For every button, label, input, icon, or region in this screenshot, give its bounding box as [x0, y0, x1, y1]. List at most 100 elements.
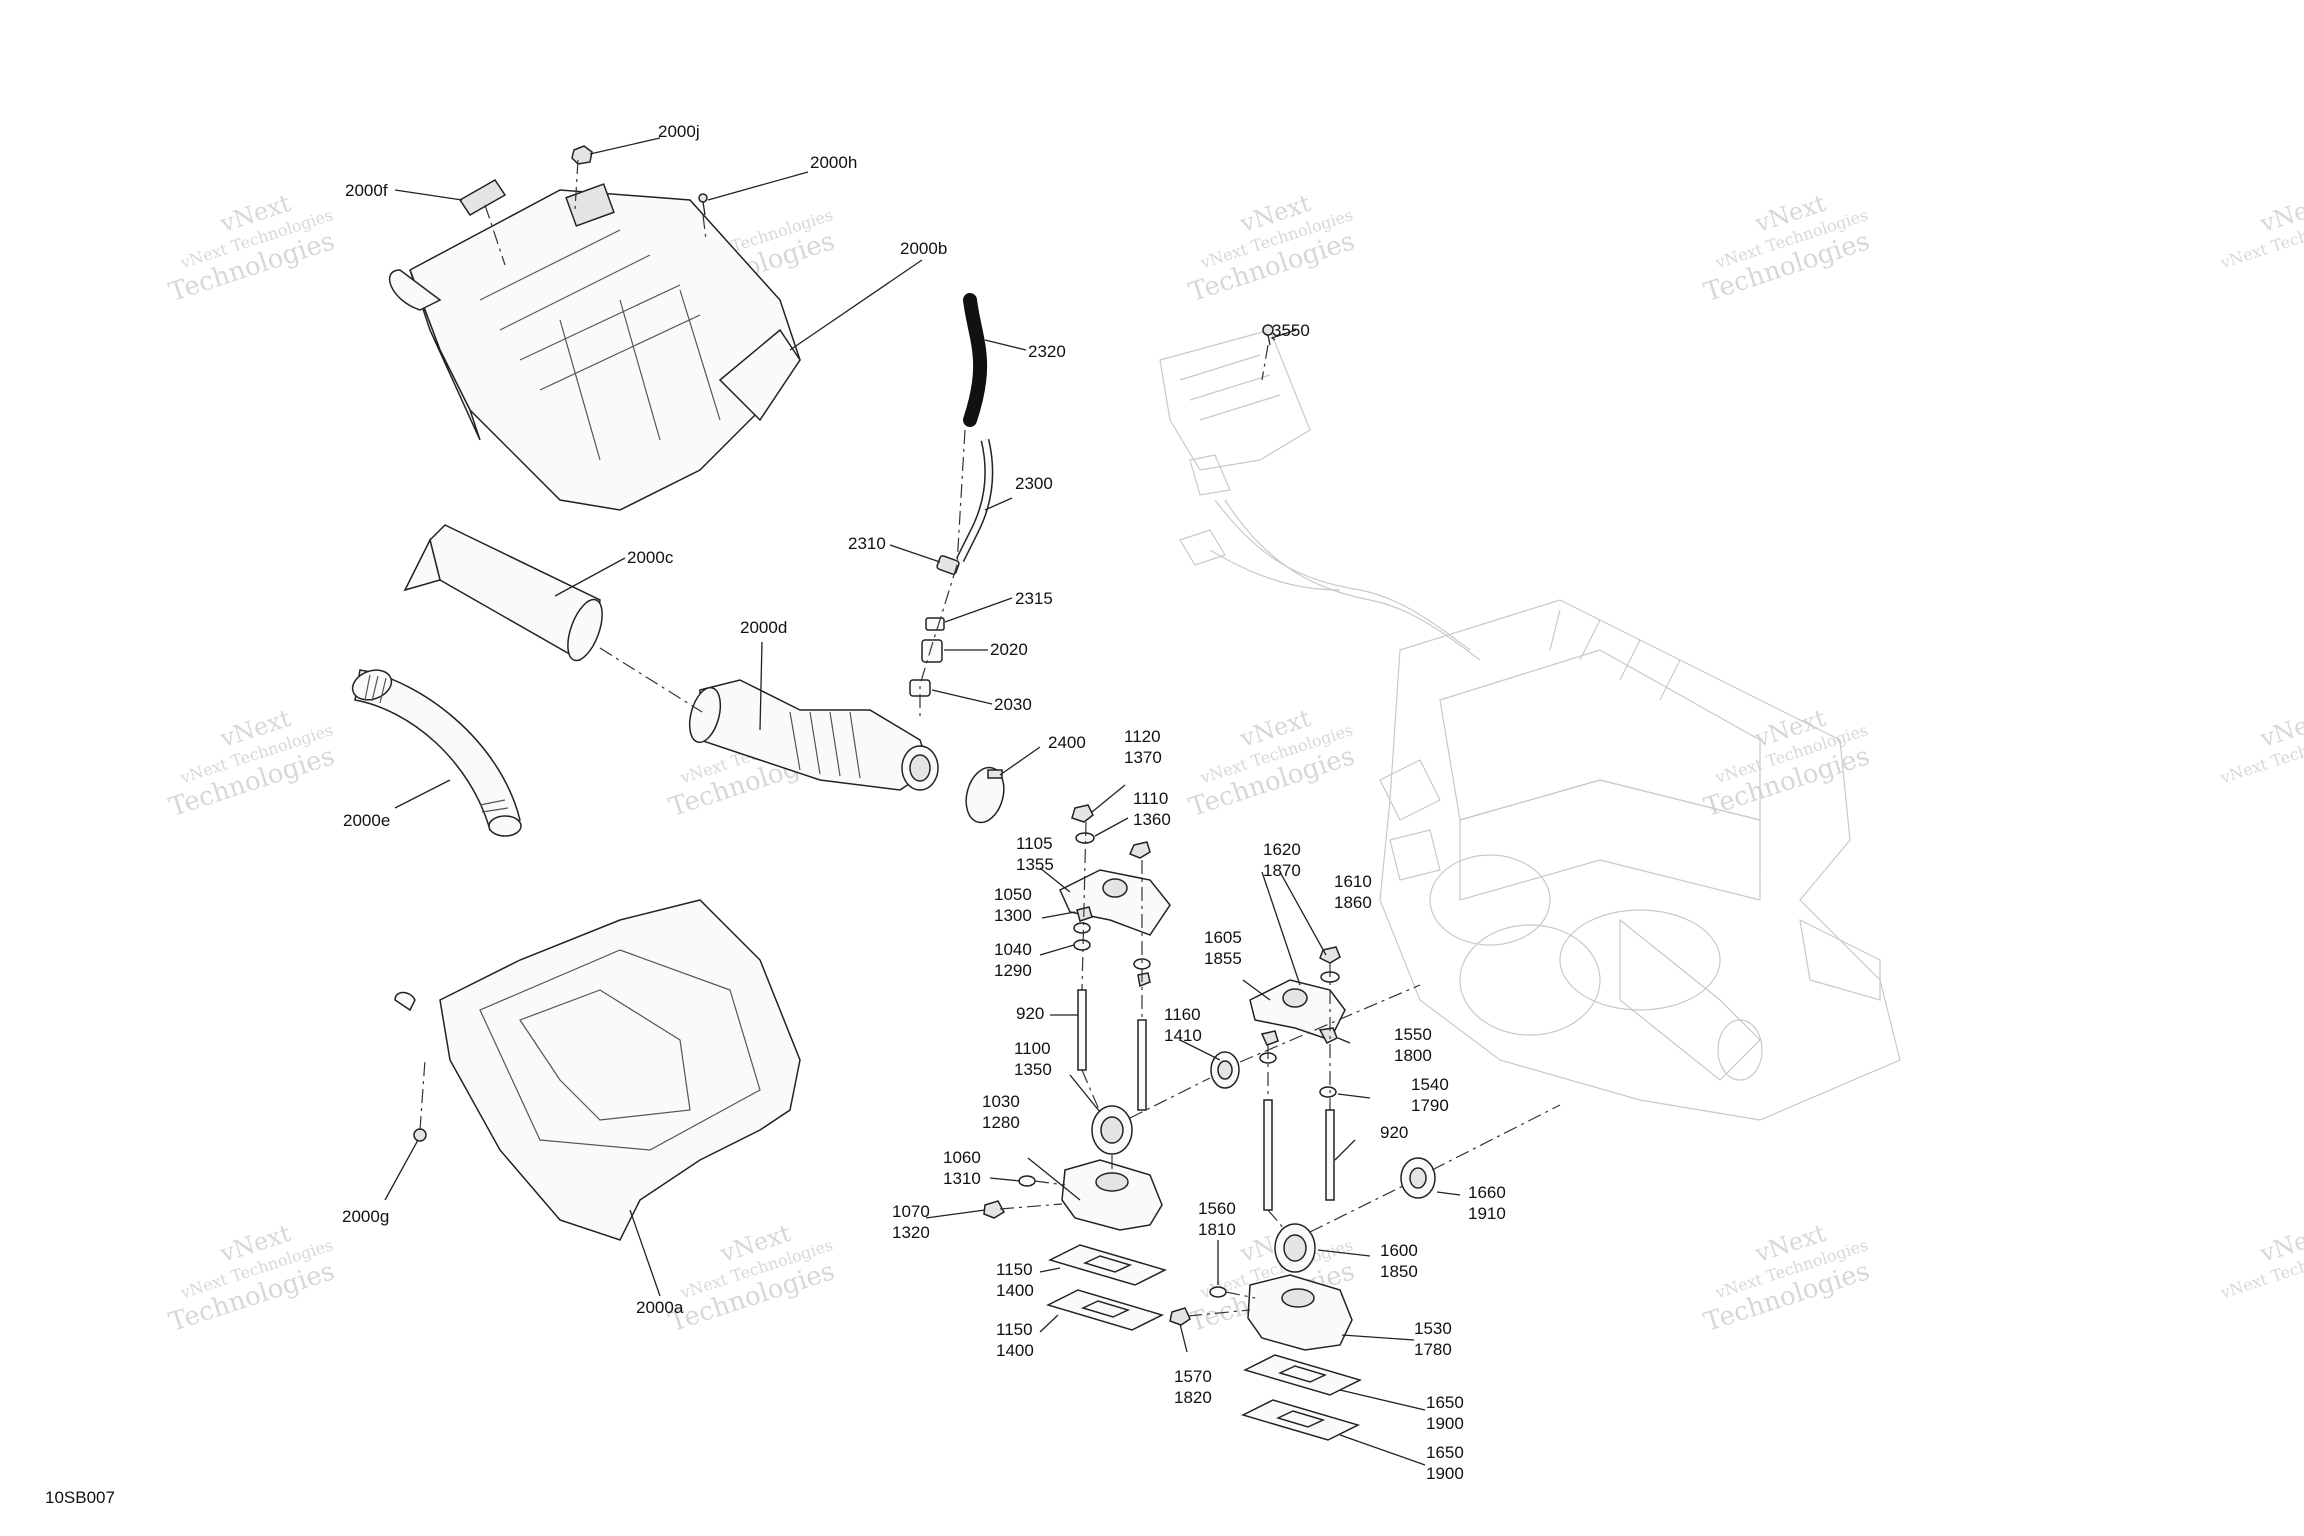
callout-1780: 1780 [1414, 1340, 1452, 1359]
washer-1060-1310 [1018, 1175, 1036, 1187]
mount-stack-left [983, 804, 1240, 1331]
callout-1610: 1610 [1334, 872, 1372, 891]
callout-1660: 1660 [1468, 1183, 1506, 1202]
washer-1540-1790 [1319, 1086, 1337, 1098]
nut-1050-1300 [1128, 841, 1151, 859]
bolt-1070-1320 [983, 1200, 1006, 1219]
washer-1040-1290 [1073, 939, 1091, 951]
watermark: vNext vNext Technologies Technologies [165, 189, 338, 308]
callout-1100: 1100 [1014, 1039, 1051, 1058]
watermark: vNext vNext Technologies [2217, 189, 2304, 273]
callout-1820: 1820 [1174, 1388, 1212, 1407]
mount-bracket-1605-1855 [1249, 979, 1346, 1041]
stud-920-left-a [1077, 989, 1087, 1071]
drawing-id: 10SB007 [45, 1488, 115, 1507]
callout-1910: 1910 [1468, 1204, 1506, 1223]
callout-2000f: 2000f [345, 181, 388, 200]
inlet-tube-2000c [403, 524, 603, 662]
callout-1150-b: 1150 [996, 1320, 1033, 1339]
callout-1355: 1355 [1016, 855, 1054, 874]
callout-1070: 1070 [892, 1202, 930, 1221]
callout-1800: 1800 [1394, 1046, 1432, 1065]
callout-1030: 1030 [982, 1092, 1020, 1111]
callout-1040: 1040 [994, 940, 1032, 959]
nut-1120-1370 [1071, 804, 1094, 823]
clamp-2400 [965, 766, 1005, 824]
callout-3550: 3550 [1272, 321, 1310, 340]
callout-1540: 1540 [1411, 1075, 1449, 1094]
callout-2000e: 2000e [343, 811, 390, 830]
oil-pan-2000a [394, 899, 801, 1241]
callout-1105: 1105 [1016, 834, 1053, 853]
bolt-1570-1820 [1169, 1307, 1191, 1326]
callout-920-right: 920 [1380, 1123, 1408, 1142]
watermark: vNext vNext Technologies Technologies [1700, 189, 1873, 308]
callout-1120: 1120 [1124, 727, 1161, 746]
callout-1050: 1050 [994, 885, 1032, 904]
mount-base-1530-1780 [1247, 1274, 1353, 1351]
alignment-lines [419, 159, 1561, 1317]
engine-assembly-ghost [1379, 599, 1901, 1121]
callout-1300: 1300 [994, 906, 1032, 925]
callout-1360: 1360 [1133, 810, 1171, 829]
callout-2300: 2300 [1015, 474, 1053, 493]
callout-1560: 1560 [1198, 1199, 1236, 1218]
watermark: vNext vNext Technologies Technologies [1700, 1219, 1873, 1338]
callout-1900-b: 1900 [1426, 1464, 1464, 1483]
callout-2000c: 2000c [627, 548, 674, 567]
watermark: vNext vNext Technologies Technologies [165, 704, 338, 823]
nut-2000j [571, 145, 593, 165]
callout-2000d: 2000d [740, 618, 787, 637]
mount-stack-right [1169, 946, 1436, 1441]
callout-1060: 1060 [943, 1148, 981, 1167]
stud-920-right-b [1325, 1109, 1335, 1201]
callout-1320: 1320 [892, 1223, 930, 1242]
callout-2400: 2400 [1048, 733, 1086, 752]
callout-1550: 1550 [1394, 1025, 1432, 1044]
callout-1400-a: 1400 [996, 1281, 1034, 1300]
callout-920-left: 920 [1016, 1004, 1044, 1023]
callout-2000h: 2000h [810, 153, 857, 172]
nut-1550-1800 [1318, 1027, 1338, 1044]
callout-1650-b: 1650 [1426, 1443, 1464, 1462]
watermark: vNext vNext Technologies Technologies [165, 1219, 338, 1338]
stud-920-left-b [1137, 1019, 1147, 1111]
ecm-module-ghost [1159, 329, 1481, 661]
watermark: vNext vNext Technologies Technologies [1185, 704, 1358, 823]
callout-2000b: 2000b [900, 239, 947, 258]
callout-1810: 1810 [1198, 1220, 1236, 1239]
intake-bellow-2000e [351, 669, 522, 837]
callout-1290: 1290 [994, 961, 1032, 980]
callout-1110: 1110 [1133, 789, 1168, 808]
callout-2310: 2310 [848, 534, 886, 553]
callout-2000j: 2000j [658, 122, 700, 141]
watermark: vNext vNext Technologies [2217, 1219, 2304, 1303]
callout-1570: 1570 [1174, 1367, 1212, 1386]
callout-1400-b: 1400 [996, 1341, 1034, 1360]
callout-1150-a: 1150 [996, 1260, 1033, 1279]
callout-2315: 2315 [1015, 589, 1053, 608]
label-sticker-2000f [458, 179, 507, 216]
washer-1560-1810 [1209, 1286, 1227, 1298]
intake-manifold-2000b [389, 183, 801, 511]
callout-1650-a: 1650 [1426, 1393, 1464, 1412]
fitting-2315 [925, 617, 945, 631]
callout-1860: 1860 [1334, 893, 1372, 912]
callout-2030: 2030 [994, 695, 1032, 714]
hose-2320 [963, 293, 988, 427]
callout-1855: 1855 [1204, 949, 1242, 968]
callout-1410: 1410 [1164, 1026, 1202, 1045]
watermark: vNext vNext Technologies Technologies [1700, 704, 1873, 823]
stud-920-right-a [1263, 1099, 1273, 1211]
callout-2320: 2320 [1028, 342, 1066, 361]
bolt-2000g [413, 1128, 427, 1142]
watermark: vNext vNext Technologies Technologies [665, 1219, 838, 1338]
fitting-2020 [921, 639, 943, 663]
callout-1605: 1605 [1204, 928, 1242, 947]
screw-2000h [698, 193, 708, 216]
callout-1790: 1790 [1411, 1096, 1449, 1115]
callout-1850: 1850 [1380, 1262, 1418, 1281]
leader-lines [384, 137, 1461, 1466]
nut-1610-1860 [1319, 946, 1341, 964]
